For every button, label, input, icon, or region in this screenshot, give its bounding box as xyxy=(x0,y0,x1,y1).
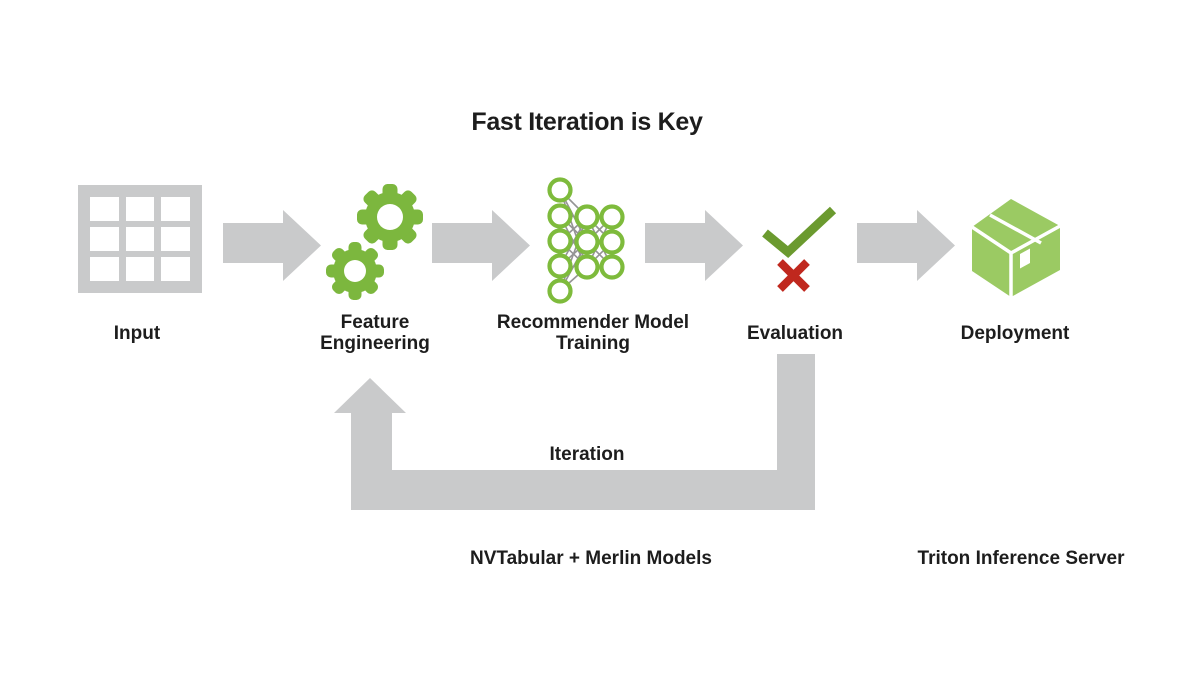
stage-label-recommender-model-training: Recommender Model Training xyxy=(496,312,690,354)
page-title: Fast Iteration is Key xyxy=(471,108,703,136)
flow-arrow-icon xyxy=(223,210,321,281)
grid-cell xyxy=(161,257,190,281)
table-grid-icon xyxy=(78,185,202,293)
grid-cell xyxy=(125,227,155,251)
gear-large xyxy=(357,184,423,250)
flow-arrow-icon xyxy=(645,210,743,281)
flow-arrow-icon xyxy=(857,210,955,281)
box-left-face xyxy=(972,227,1011,297)
grid-cell xyxy=(90,197,119,221)
cross-icon xyxy=(777,259,810,292)
gear-small xyxy=(326,242,384,300)
iteration-label: Iteration xyxy=(549,444,625,465)
grid-cell xyxy=(161,227,190,251)
grid-cell xyxy=(90,257,119,281)
check-icon xyxy=(762,206,837,258)
neural-network-icon xyxy=(547,177,625,304)
gears-icon xyxy=(326,184,423,300)
stage-label-input: Input xyxy=(113,322,161,344)
grid-cell xyxy=(161,197,190,221)
flow-arrow-icon xyxy=(432,210,530,281)
stage-label-deployment: Deployment xyxy=(960,322,1070,344)
stage-label-feature-engineering: Feature Engineering xyxy=(320,312,430,354)
check-cross-icon xyxy=(762,206,837,292)
box-right-face xyxy=(1011,226,1060,297)
grid-cell xyxy=(125,257,155,281)
nn-nodes xyxy=(547,177,625,304)
grid-cell xyxy=(90,227,119,251)
grid-cell xyxy=(125,197,155,221)
iteration-loop-arrow-icon xyxy=(334,354,815,510)
footnote-nvtabular-merlin: NVTabular + Merlin Models xyxy=(470,548,712,569)
box-top-face xyxy=(972,199,1060,253)
package-box-icon xyxy=(971,199,1061,297)
footnote-triton-inference-server: Triton Inference Server xyxy=(917,548,1125,569)
stage-label-evaluation: Evaluation xyxy=(746,322,844,344)
box-label xyxy=(1020,248,1030,269)
